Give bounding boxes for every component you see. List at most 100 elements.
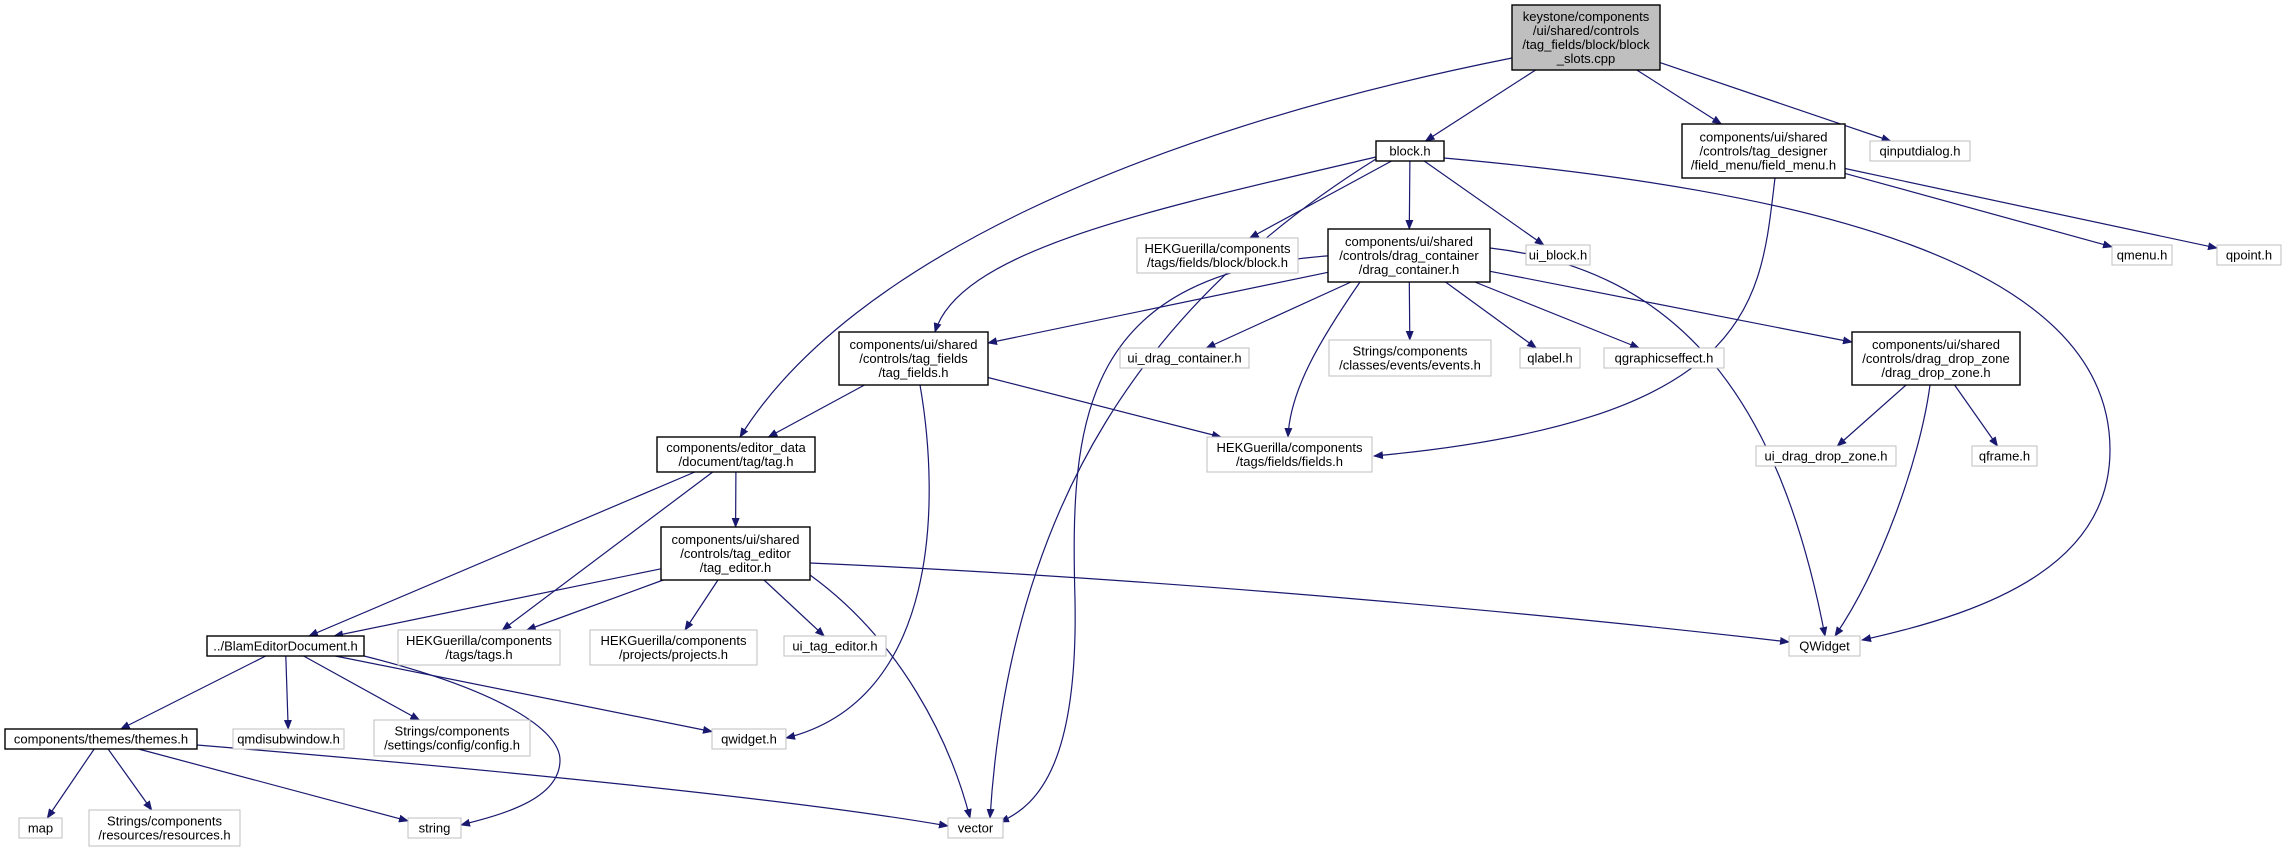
node-label-line: /tag_fields.h (878, 365, 948, 380)
edge-tag_editor_h-to-blam_editor_h (333, 568, 662, 639)
node-qwidget-cap: QWidget (1788, 635, 1861, 657)
edge-root-to-field_menu_h (1636, 69, 1723, 125)
edge-drag_drop_zone_h-to-qwidget_cap (1834, 384, 1931, 637)
node-label-line: /drag_drop_zone.h (1881, 365, 1990, 380)
node-drag-drop-zone-h[interactable]: components/ui/shared/controls/drag_drop_… (1851, 331, 2021, 386)
node-label-line: components/ui/shared (1872, 337, 2000, 352)
edge-drag_drop_zone_h-to-qframe_h (1954, 384, 1999, 447)
edge-tag_fields_h-to-tag_h (767, 384, 865, 438)
node-root[interactable]: keystone/components/ui/shared/controls/t… (1511, 4, 1661, 71)
node-label-line: /settings/config/config.h (384, 738, 520, 753)
nodes-layer: keystone/components/ui/shared/controls/t… (4, 4, 2282, 847)
edge-block_h-to-hek_block_h (1248, 160, 1392, 239)
node-ui-tag-editor-h: ui_tag_editor.h (783, 635, 887, 657)
edge-field_menu_h-to-qpoint_h (1844, 167, 2218, 251)
node-qgraphicseffect-h: qgraphicseffect.h (1603, 347, 1725, 369)
edges-layer (46, 57, 2218, 829)
node-field-menu-h[interactable]: components/ui/shared/controls/tag_design… (1681, 123, 1846, 179)
node-label-line: ui_block.h (1529, 248, 1588, 263)
node-label-line: qwidget.h (721, 732, 777, 747)
node-label-line: /tag_fields/block/block (1522, 37, 1650, 52)
edge-field_menu_h-to-fields_h (1373, 177, 1776, 460)
edge-tag_h-to-tags_h (501, 471, 714, 631)
node-fields-h: HEKGuerilla/components/tags/fields/field… (1206, 436, 1373, 473)
node-qwidget-h: qwidget.h (711, 728, 787, 750)
node-ui-block-h: ui_block.h (1525, 244, 1591, 266)
edge-tag_editor_h-to-projects_h (684, 579, 719, 631)
node-label-line: components/themes/themes.h (14, 732, 188, 747)
node-themes-h[interactable]: components/themes/themes.h (4, 728, 198, 750)
node-blam-editor-h[interactable]: ../BlamEditorDocument.h (206, 635, 365, 657)
node-label-line: /resources/resources.h (98, 828, 230, 843)
node-label-line: components/ui/shared (672, 532, 800, 547)
edge-drag_container_h-to-drag_drop_zone_h (1489, 270, 1853, 345)
node-label-line: components/ui/shared (1700, 130, 1828, 145)
node-label-line: /tags/tags.h (445, 647, 512, 662)
edge-block_h-to-tag_fields_h (933, 156, 1377, 333)
node-block-h[interactable]: block.h (1375, 140, 1445, 162)
node-ui-drag-container-h: ui_drag_container.h (1119, 347, 1250, 369)
node-qpoint-h: qpoint.h (2216, 244, 2282, 266)
edge-block_h-to-drag_container_h (1405, 160, 1414, 230)
node-label-line: Strings/components (1353, 344, 1468, 359)
node-drag-container-h[interactable]: components/ui/shared/controls/drag_conta… (1327, 228, 1491, 283)
node-qlabel-h: qlabel.h (1519, 347, 1581, 369)
node-label-line: HEKGuerilla/components (601, 633, 747, 648)
node-label-line: string (419, 821, 451, 836)
node-label-line: /classes/events/events.h (1339, 358, 1481, 373)
node-label-line: block.h (1389, 144, 1430, 159)
edge-drag_container_h-to-qlabel_h (1445, 281, 1538, 349)
node-config-h: Strings/components/settings/config/confi… (373, 719, 531, 757)
node-label-line: components/ui/shared (850, 337, 978, 352)
node-label-line: vector (958, 821, 994, 836)
node-map: map (18, 817, 63, 839)
node-tag-fields-h[interactable]: components/ui/shared/controls/tag_fields… (838, 331, 989, 386)
edge-blam_editor_h-to-themes_h (119, 655, 266, 730)
node-label-line: HEKGuerilla/components (406, 633, 552, 648)
node-qmdisubwindow-h: qmdisubwindow.h (232, 728, 345, 750)
edge-drag_container_h-to-qgraphicseffect_h (1474, 281, 1641, 349)
node-label-line: /ui/shared/controls (1533, 23, 1640, 38)
node-label-line: /tag_editor.h (700, 560, 772, 575)
node-label-line: /controls/drag_container (1339, 248, 1479, 263)
edge-blam_editor_h-to-string (363, 655, 561, 827)
edge-themes_h-to-vector (196, 744, 949, 829)
edge-drag_container_h-to-events_h (1405, 281, 1414, 341)
node-tags-h: HEKGuerilla/components/tags/tags.h (397, 629, 561, 666)
node-label-line: /projects/projects.h (619, 647, 728, 662)
edge-drag_drop_zone_h-to-ui_drag_drop_zone_h (1836, 384, 1907, 447)
node-label-line: /controls/tag_editor (680, 546, 791, 561)
edge-tag_fields_h-to-qwidget_h (785, 384, 930, 740)
node-label-line: qgraphicseffect.h (1615, 351, 1714, 366)
node-projects-h: HEKGuerilla/components/projects/projects… (589, 629, 758, 666)
node-label-line: qframe.h (1979, 449, 2030, 464)
node-tag-editor-h[interactable]: components/ui/shared/controls/tag_editor… (660, 526, 811, 581)
node-label-line: /tags/fields/fields.h (1236, 454, 1343, 469)
node-label-line: /tags/fields/block/block.h (1147, 255, 1288, 270)
node-qinputdialog-h: qinputdialog.h (1869, 140, 1971, 162)
node-qmenu-h: qmenu.h (2111, 244, 2173, 266)
node-label-line: Strings/components (107, 814, 222, 829)
edge-tag_editor_h-to-tags_h (525, 579, 664, 631)
edge-block_h-to-vector (986, 158, 1377, 819)
edge-drag_container_h-to-tag_fields_h (987, 271, 1329, 346)
edge-drag_container_h-to-qwidget_cap (1489, 247, 1828, 637)
edge-block_h-to-ui_block_h (1423, 160, 1545, 246)
node-tag-h[interactable]: components/editor_data/document/tag/tag.… (656, 436, 816, 473)
node-label-line: qmenu.h (2117, 248, 2168, 263)
node-label-line: _slots.cpp (1556, 51, 1616, 66)
edge-drag_container_h-to-ui_drag_container_h (1205, 281, 1352, 349)
node-label-line: keystone/components (1523, 9, 1650, 24)
node-label-line: qpoint.h (2226, 248, 2272, 263)
node-label-line: map (28, 821, 53, 836)
node-label-line: components/ui/shared (1345, 234, 1473, 249)
node-resources-h: Strings/components/resources/resources.h (88, 809, 241, 847)
node-vector: vector (947, 817, 1004, 839)
edge-tag_editor_h-to-ui_tag_editor_h (763, 579, 825, 637)
edge-tag_editor_h-to-qwidget_cap (809, 562, 1790, 645)
node-label-line: qlabel.h (1527, 351, 1573, 366)
edge-drag_container_h-to-fields_h (1284, 281, 1361, 438)
node-label-line: /drag_container.h (1359, 262, 1459, 277)
edge-blam_editor_h-to-qmdisubwindow_h (283, 655, 292, 730)
